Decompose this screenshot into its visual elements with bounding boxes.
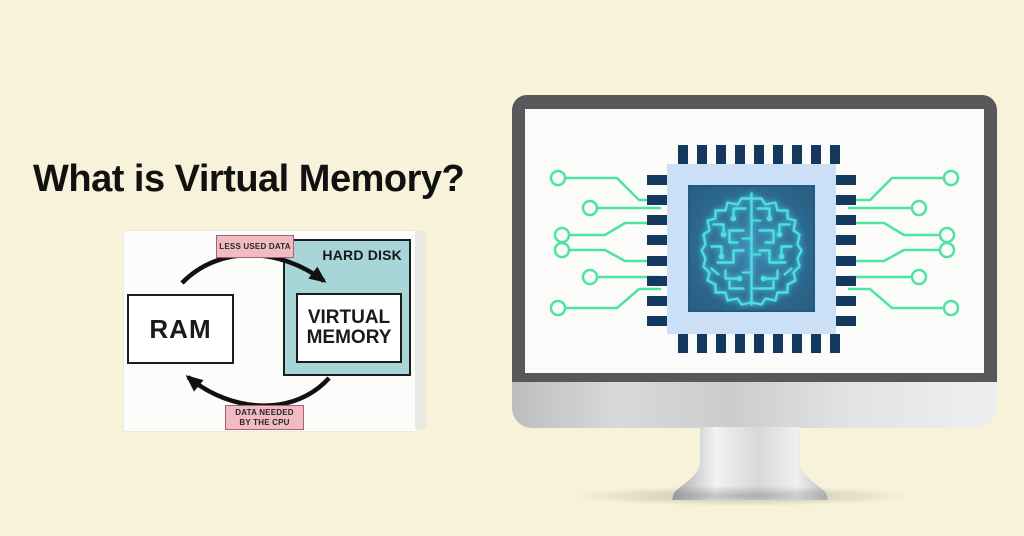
vm-flow-diagram: HARD DISK VIRTUAL MEMORY RAM LESS USED D… bbox=[123, 230, 426, 432]
monitor-screen bbox=[525, 109, 984, 373]
hard-disk-label: HARD DISK bbox=[322, 247, 402, 263]
ram-label: RAM bbox=[149, 313, 212, 344]
less-used-data-label: LESS USED DATA bbox=[216, 235, 294, 258]
diagram-edge-strip bbox=[415, 231, 426, 429]
arrow-ram-to-vm bbox=[180, 252, 327, 285]
hard-disk-box: HARD DISK VIRTUAL MEMORY bbox=[283, 239, 411, 376]
page-title: What is Virtual Memory? bbox=[33, 158, 465, 200]
ram-box: RAM bbox=[127, 294, 234, 364]
cpu-brain-artwork bbox=[549, 145, 960, 353]
virtual-memory-label: VIRTUAL MEMORY bbox=[306, 307, 392, 348]
flow-arrows bbox=[180, 252, 331, 408]
monitor-stand bbox=[672, 427, 828, 500]
brain-circuit-icon bbox=[700, 192, 803, 306]
circuit-trace-icon bbox=[847, 169, 960, 317]
circuit-trace-icon bbox=[549, 169, 662, 317]
monitor-shadow bbox=[508, 482, 978, 510]
data-needed-label: DATA NEEDED BY THE CPU bbox=[225, 405, 304, 430]
virtual-memory-box: VIRTUAL MEMORY bbox=[296, 293, 402, 363]
monitor-chin bbox=[512, 382, 997, 428]
arrow-vm-to-ram bbox=[185, 375, 331, 408]
